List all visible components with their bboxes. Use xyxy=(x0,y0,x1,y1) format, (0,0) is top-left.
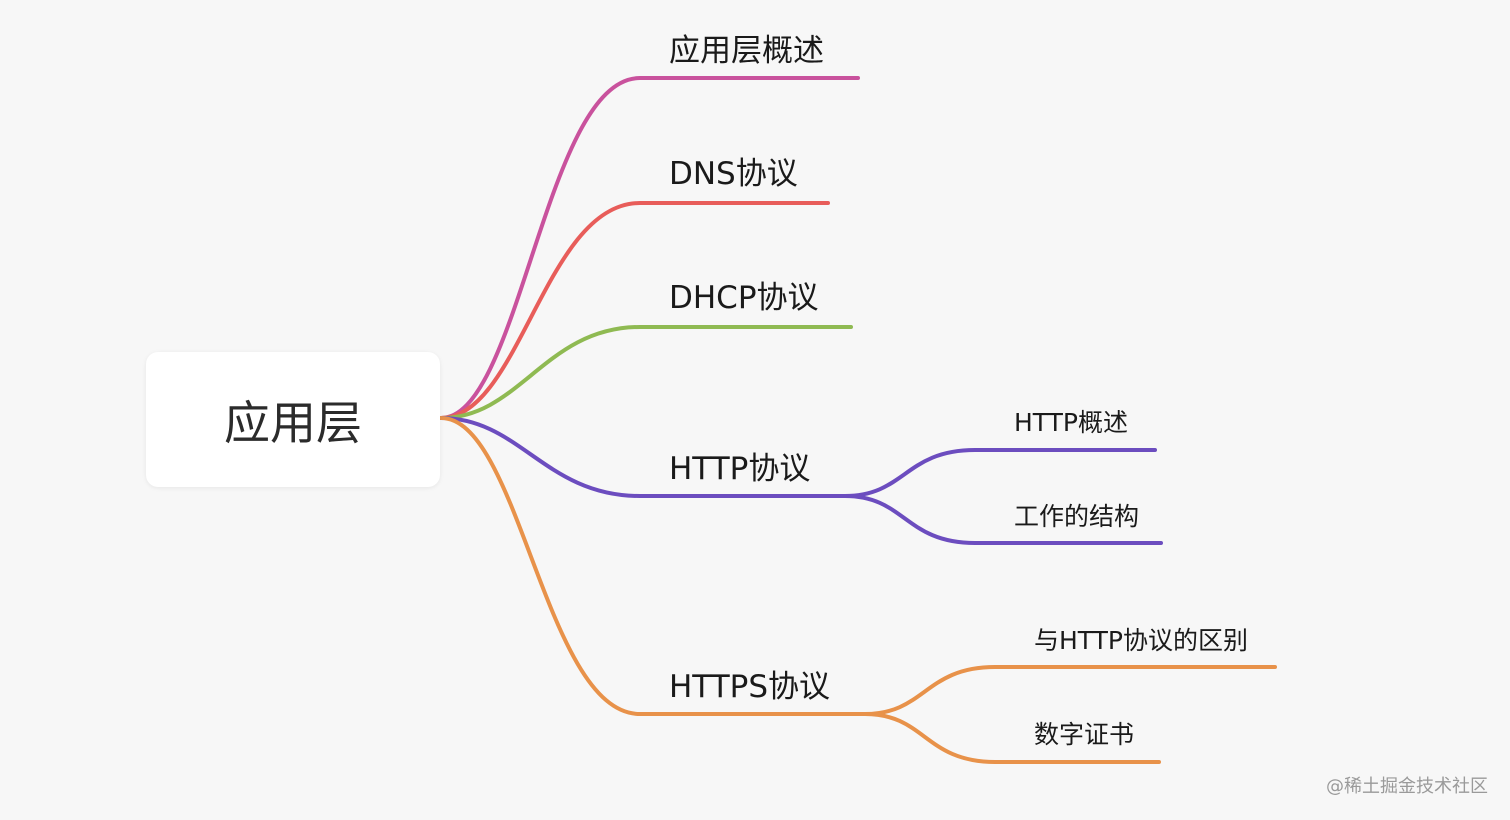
branch-http-label[interactable]: HTTP协议 xyxy=(669,451,811,487)
connector-http xyxy=(439,416,847,498)
http-child-structure-label[interactable]: 工作的结构 xyxy=(1014,502,1140,531)
connector-http-child-structure xyxy=(843,494,1163,545)
branch-dhcp-label[interactable]: DHCP协议 xyxy=(669,280,819,316)
connector-overview xyxy=(439,76,860,420)
https-child-certificate-label[interactable]: 数字证书 xyxy=(1034,720,1135,749)
branch-dns-label[interactable]: DNS协议 xyxy=(669,156,798,192)
branch-overview-label[interactable]: 应用层概述 xyxy=(669,33,824,69)
http-child-overview-label[interactable]: HTTP概述 xyxy=(1014,408,1128,437)
connector-dns xyxy=(439,201,830,420)
watermark: @稀土掘金技术社区 xyxy=(1326,776,1488,797)
connector-https-child-difference xyxy=(863,665,1277,716)
connector-https-child-certificate xyxy=(863,712,1161,764)
root-node[interactable]: 应用层 xyxy=(146,352,440,487)
https-child-difference-label[interactable]: 与HTTP协议的区别 xyxy=(1034,626,1248,655)
connector-dhcp xyxy=(439,325,853,420)
connector-https xyxy=(439,416,867,716)
root-node-label: 应用层 xyxy=(224,395,362,450)
branch-https-label[interactable]: HTTPS协议 xyxy=(669,669,831,705)
connector-http-child-overview xyxy=(843,448,1157,498)
